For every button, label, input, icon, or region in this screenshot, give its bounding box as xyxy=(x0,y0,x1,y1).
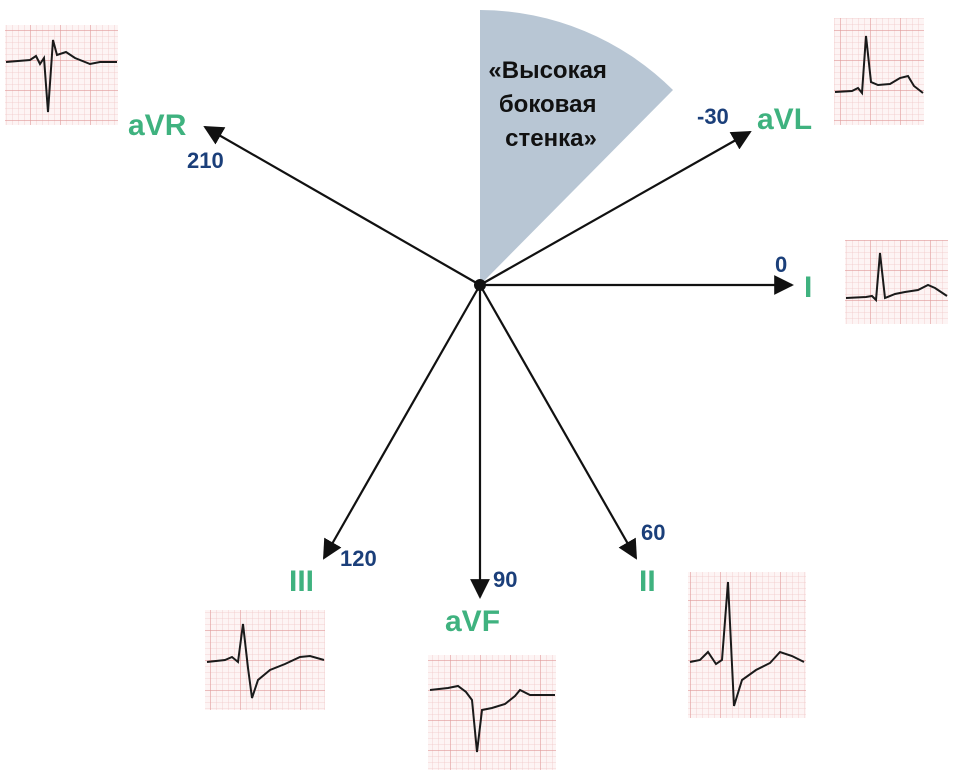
angle-label-ii: 60 xyxy=(641,520,665,545)
ecg-trace-iii xyxy=(206,623,325,699)
ecg-thumbnail-avf xyxy=(428,655,556,770)
angle-label-avr: 210 xyxy=(187,148,224,173)
axis-iii xyxy=(323,284,481,560)
angle-label-i: 0 xyxy=(775,252,787,277)
angle-label-avl: -30 xyxy=(697,104,729,129)
angle-label-avf: 90 xyxy=(493,567,517,592)
center-point xyxy=(474,279,486,291)
ecg-trace-avf xyxy=(429,684,555,753)
lead-axes xyxy=(203,126,794,599)
lead-label-avl: aVL xyxy=(757,103,812,136)
sector-label: «Высокая боковая стенка» xyxy=(488,57,613,152)
axis-ii xyxy=(479,284,637,560)
sector-label-line-3: стенка» xyxy=(505,125,597,152)
ecg-trace-i xyxy=(845,252,948,303)
sector-label-line-1: «Высокая xyxy=(488,57,607,84)
lead-label-ii: II xyxy=(639,565,656,598)
lead-label-avr: aVR xyxy=(128,109,187,142)
lead-label-i: I xyxy=(804,271,812,304)
lead-label-iii: III xyxy=(289,565,314,598)
axis-avr xyxy=(203,126,481,286)
sector-label-line-2: боковая xyxy=(499,91,597,118)
axis-avl xyxy=(479,131,752,286)
angle-label-iii: 120 xyxy=(340,546,377,571)
ecg-trace-avr xyxy=(5,39,117,113)
high-lateral-wall-sector xyxy=(480,10,673,285)
ecg-thumbnail-iii xyxy=(205,610,325,710)
ecg-trace-avl xyxy=(834,35,924,96)
ecg-thumbnail-avl xyxy=(834,18,924,125)
lead-label-avf: aVF xyxy=(445,605,500,638)
ecg-thumbnail-i xyxy=(845,240,948,324)
ecg-thumbnail-ii xyxy=(688,572,806,718)
ecg-thumbnail-avr xyxy=(5,25,118,125)
ecg-trace-ii xyxy=(689,581,805,707)
